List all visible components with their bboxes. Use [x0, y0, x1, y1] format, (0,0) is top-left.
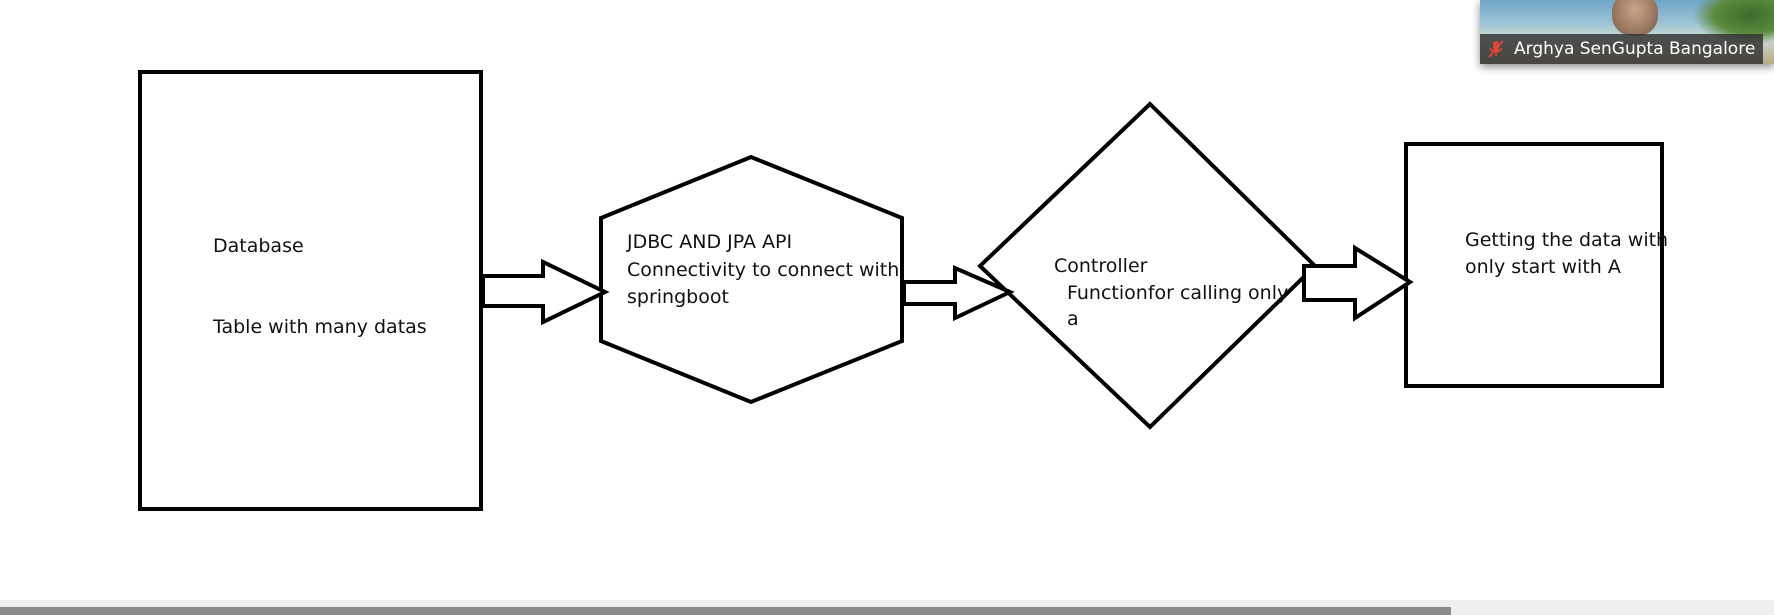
- mic-muted-icon: [1488, 40, 1504, 58]
- participant-name: Arghya SenGupta Bangalore: [1514, 39, 1756, 59]
- jdbc-label-line-3: springboot: [627, 286, 729, 308]
- participant-video-person: [1612, 0, 1658, 36]
- controller-label: Controller: [1054, 255, 1148, 277]
- controller-diamond: [977, 101, 1318, 430]
- database-box: [138, 70, 483, 511]
- output-label-line-2: only start with A: [1465, 256, 1621, 278]
- horizontal-scrollbar[interactable]: [0, 600, 1774, 615]
- scrollbar-thumb[interactable]: [0, 607, 1451, 615]
- participant-video-tile[interactable]: Arghya SenGupta Bangalore: [1480, 0, 1774, 64]
- database-sublabel: Table with many datas: [213, 316, 427, 338]
- controller-sublabel-line-2: a: [1067, 308, 1079, 330]
- arrow-controller-to-output: [1302, 244, 1414, 322]
- jdbc-label-line-1: JDBC AND JPA API: [627, 231, 793, 253]
- jdbc-hexagon: [599, 154, 904, 405]
- database-label: Database: [213, 235, 304, 257]
- jdbc-label-line-2: Connectivity to connect with: [627, 259, 900, 281]
- arrow-jdbc-to-controller: [902, 264, 1015, 322]
- output-label-line-1: Getting the data with: [1465, 229, 1669, 251]
- controller-sublabel-line-1: Functionfor calling only: [1067, 282, 1289, 304]
- participant-nameplate: Arghya SenGupta Bangalore: [1480, 34, 1764, 64]
- arrow-database-to-jdbc: [481, 258, 610, 326]
- output-box: [1404, 142, 1664, 388]
